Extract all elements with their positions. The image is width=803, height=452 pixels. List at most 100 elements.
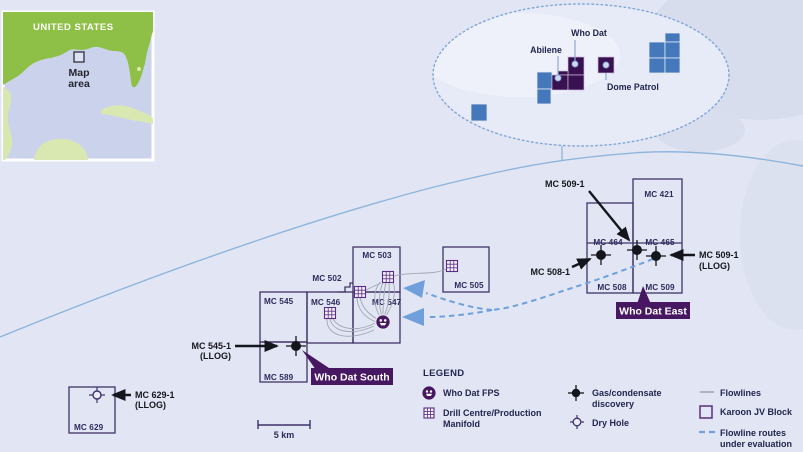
flowline — [326, 318, 375, 337]
inset-cuba-land — [101, 105, 153, 124]
callout-pointer — [637, 286, 651, 304]
flowline-routes-under-evaluation — [402, 258, 654, 326]
scale-bar-label: 5 km — [274, 430, 295, 440]
inset-us-land — [3, 12, 153, 88]
karoon-block — [664, 32, 681, 43]
flowline — [332, 318, 376, 330]
legend-gas-discovery-icon — [568, 385, 584, 401]
flowline — [393, 268, 448, 277]
karoon-block — [664, 57, 681, 74]
dome-patrol-label: Dome Patrol — [607, 82, 659, 92]
callout-box — [311, 368, 393, 385]
inset-map: UNITED STATES Map area — [1, 10, 155, 162]
who-dat-south-blocks: MC 503 MC 502 MC 505 MC 545 MC 546 MC 54… — [259, 246, 490, 383]
well-label-mc629-1: MC 629-1 — [135, 390, 175, 400]
who-dat-dot — [571, 60, 579, 68]
karoon-block — [664, 41, 681, 59]
legend-karoon-label: Karoon JV Block — [720, 407, 793, 417]
well-label-mc509-1: MC 509-1 — [545, 179, 585, 189]
block-label-mc503: MC 503 — [362, 251, 392, 260]
callout-box — [616, 302, 690, 319]
karoon-block — [536, 88, 552, 105]
legend-dry-hole-label: Dry Hole — [592, 418, 629, 428]
flowline — [359, 296, 378, 320]
dry-hole-icon — [89, 387, 105, 403]
block-label-mc629: MC 629 — [74, 423, 104, 432]
whodat-block — [567, 74, 585, 91]
block-label-mc589: MC 589 — [264, 373, 294, 382]
block-label-mc502: MC 502 — [312, 274, 342, 283]
legend-manifold-icon — [423, 407, 435, 419]
manifold-icons — [323, 259, 459, 320]
overview-leader-lines — [557, 40, 607, 80]
block-label-mc509: MC 509 — [645, 283, 675, 292]
gas-discovery-icon — [627, 240, 647, 260]
block-label-mc545: MC 545 — [264, 297, 294, 306]
overview-area-group: Who Dat Abilene Dome Patrol — [432, 3, 730, 161]
inset-yucatan-land — [34, 138, 88, 160]
well-annotations: MC 509-1 MC 508-1 MC 509-1 (LLOG) MC 545… — [111, 179, 739, 410]
block-label-mc505: MC 505 — [454, 281, 484, 290]
who-dat-label: Who Dat — [571, 28, 607, 38]
abilene-dot — [554, 74, 562, 82]
legend-flowlines-label: Flowlines — [720, 388, 761, 398]
overview-karoon-blocks — [470, 32, 681, 122]
flowline — [374, 281, 381, 318]
block-outline-mc589 — [259, 341, 308, 383]
route-arrowhead — [403, 280, 425, 298]
block-outline-mc629 — [68, 386, 116, 434]
inset-map-area-label-1: Map — [69, 67, 90, 79]
legend-title: LEGEND — [423, 368, 464, 379]
whodat-block — [557, 70, 569, 76]
flowline — [382, 281, 387, 317]
flowline — [356, 296, 377, 323]
callout-label: Who Dat South — [314, 372, 389, 384]
scale-bar: 5 km — [257, 420, 311, 440]
flowline — [383, 281, 390, 317]
block-outline-mc505 — [442, 246, 490, 293]
well-label-llog: (LLOG) — [135, 400, 166, 410]
karoon-block — [648, 41, 666, 59]
gas-discovery-icon — [646, 246, 666, 266]
route-dashed — [491, 258, 654, 311]
block-label-mc464: MC 464 — [593, 238, 623, 247]
callout-pointer — [302, 350, 332, 370]
well-label-mc509-1-llog: MC 509-1 — [699, 250, 739, 260]
contour-arc — [0, 151, 803, 338]
who-dat-fps-icon — [375, 314, 391, 330]
karoon-block — [470, 103, 488, 122]
overview-ellipse-outline — [432, 3, 730, 147]
who-dat-east-blocks: MC 421 MC 464 MC 465 MC 508 MC 509 — [586, 178, 683, 294]
route-dashed — [425, 292, 493, 311]
arrow-mc508-1 — [571, 257, 592, 270]
block-label-mc465: MC 465 — [645, 238, 675, 247]
well-label-llog: (LLOG) — [200, 351, 231, 361]
legend: LEGEND Who Dat FPS Drill Centre/Producti… — [422, 368, 793, 449]
legend-dry-hole-icon — [570, 415, 584, 429]
inset-lake — [137, 67, 141, 71]
inset-map-area-box — [73, 51, 85, 63]
legend-gas-label-2: discovery — [592, 399, 634, 409]
block-label-mc508: MC 508 — [597, 283, 627, 292]
block-outline-mc547 — [352, 291, 401, 344]
legend-fps-icon — [422, 386, 436, 400]
mc629-block: MC 629 — [68, 386, 116, 434]
legend-manifold-label-1: Drill Centre/Production — [443, 408, 542, 418]
overview-field-dots — [554, 60, 610, 82]
manifold-icon — [445, 259, 459, 273]
karoon-block — [536, 71, 553, 90]
manifold-icon — [323, 306, 337, 320]
bathymetry-blob — [740, 140, 803, 330]
legend-gas-label-1: Gas/condensate — [592, 388, 662, 398]
mc502-step-boundary — [338, 282, 353, 293]
legend-routes-label-1: Flowline routes — [720, 428, 786, 438]
inset-map-area-label-2: area — [68, 78, 90, 90]
callout-who-dat-south: Who Dat South — [302, 350, 393, 385]
flowline — [379, 281, 384, 317]
callout-label: Who Dat East — [619, 306, 687, 318]
well-label-llog: (LLOG) — [699, 261, 730, 271]
callout-who-dat-east: Who Dat East — [616, 286, 690, 319]
arrow-mc509-1 — [588, 190, 631, 242]
dome-patrol-dot — [602, 61, 610, 69]
